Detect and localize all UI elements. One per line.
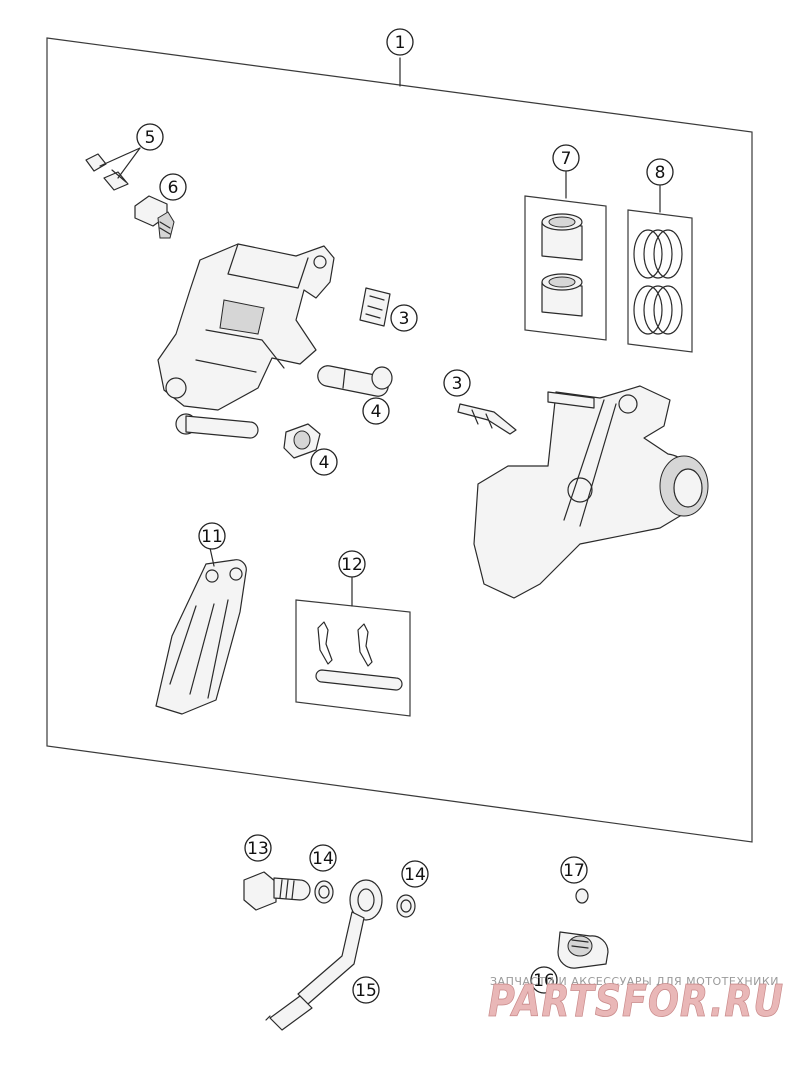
bleed-cap: [575, 888, 589, 904]
callout-16: 16: [530, 966, 558, 994]
svg-text:3: 3: [452, 374, 463, 394]
pad-spring-small: [359, 287, 391, 327]
svg-text:16: 16: [533, 971, 555, 991]
brake-pad: [155, 547, 247, 715]
svg-text:11: 11: [201, 527, 223, 547]
callout-7: 7: [552, 144, 580, 172]
svg-text:17: 17: [563, 861, 585, 881]
callout-6: 6: [159, 173, 187, 201]
svg-text:1: 1: [395, 33, 406, 53]
caliper-support: [473, 385, 709, 599]
callout-8: 8: [646, 158, 674, 186]
seal-washer-right: [396, 894, 416, 918]
guide-pin: [317, 365, 393, 397]
callout-17: 17: [560, 856, 588, 884]
plug-screw: [134, 195, 175, 239]
callout-5: 5: [136, 123, 164, 151]
pin-kit-panel: [295, 577, 411, 717]
callout-11: 11: [198, 522, 226, 550]
svg-text:12: 12: [341, 555, 363, 575]
svg-text:5: 5: [145, 128, 156, 148]
svg-text:4: 4: [371, 402, 382, 422]
svg-text:14: 14: [312, 849, 334, 869]
watermark-tagline: ЗАПЧАСТИ И АКСЕССУАРЫ ДЛЯ МОТОТЕХНИКИ: [490, 975, 779, 988]
plug: [557, 931, 609, 969]
watermark-brand: PARTSFOR.RU: [488, 976, 784, 1027]
seal-ring-panel: [627, 185, 693, 353]
svg-text:8: 8: [655, 163, 666, 183]
callout-4-upper: 4: [362, 397, 390, 425]
bleeder-screw: [85, 147, 141, 191]
guide-bushing: [283, 423, 321, 459]
svg-text:7: 7: [561, 149, 572, 169]
brake-line: [265, 879, 383, 1031]
piston-kit-panel: [524, 171, 607, 341]
callout-3-lower: 3: [443, 369, 471, 397]
banjo-bolt: [243, 871, 311, 911]
callout-14-left: 14: [309, 844, 337, 872]
callout-13: 13: [244, 834, 272, 862]
caliper-housing: [157, 243, 335, 439]
pad-spring: [457, 403, 517, 435]
callout-3-upper: 3: [390, 304, 418, 332]
svg-text:14: 14: [404, 865, 426, 885]
svg-text:15: 15: [355, 981, 377, 1001]
svg-text:13: 13: [247, 839, 269, 859]
svg-text:6: 6: [168, 178, 179, 198]
svg-text:3: 3: [399, 309, 410, 329]
callout-14-right: 14: [401, 860, 429, 888]
callout-12: 12: [338, 550, 366, 578]
callout-1: 1: [386, 28, 414, 56]
callout-4-lower: 4: [310, 448, 338, 476]
svg-text:4: 4: [319, 453, 330, 473]
callout-15: 15: [352, 976, 380, 1004]
seal-washer-left: [314, 880, 334, 904]
